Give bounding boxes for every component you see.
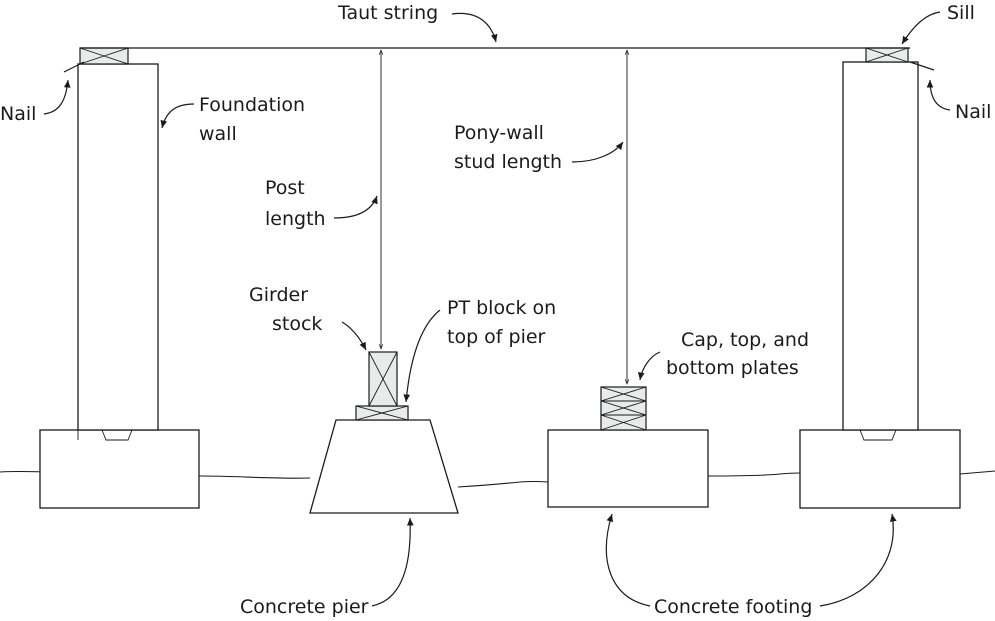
label-girder-stock-1: Girder (249, 284, 308, 306)
pony-wall-leader (571, 141, 624, 163)
middle-concrete-footing (547, 429, 709, 508)
left-foundation (39, 63, 200, 509)
cap-plates-leader (637, 351, 661, 381)
label-foundation-wall-2: wall (199, 123, 237, 145)
label-concrete-footing: Concrete footing (654, 596, 812, 618)
label-pony-wall-1: Pony-wall (454, 122, 544, 144)
label-pt-block-1: PT block on (447, 297, 556, 319)
label-post-length-1: Post (265, 177, 305, 199)
foundation-wall-leader (160, 103, 195, 129)
left-footing-notch (101, 429, 133, 441)
right-footing (799, 429, 961, 509)
right-nail (909, 61, 935, 71)
label-cap-plates-2: bottom plates (666, 357, 799, 379)
stacked-plates (600, 386, 647, 431)
label-taut-string: Taut string (337, 2, 438, 24)
concrete-pier-leader (371, 517, 414, 607)
label-concrete-pier: Concrete pier (240, 596, 369, 618)
taut-string-leader (451, 12, 498, 43)
right-sill (865, 47, 909, 63)
nail-left-leader (43, 79, 71, 115)
label-post-length-2: length (265, 208, 326, 230)
pt-block-leader (403, 309, 441, 403)
label-nail-left: Nail (0, 103, 36, 125)
left-footing (39, 429, 200, 509)
label-nail-right: Nail (955, 101, 991, 123)
label-foundation-wall-1: Foundation (199, 94, 305, 116)
sill-leader (901, 11, 941, 45)
right-foundation (799, 61, 961, 509)
nail-right-leader (926, 79, 951, 111)
girder-stock-leader (341, 321, 367, 351)
right-footing-notch (859, 429, 897, 441)
footing-right-leader (819, 513, 897, 607)
footing-middle-leader (605, 513, 651, 607)
label-girder-stock-2: stock (272, 313, 322, 335)
label-sill: Sill (947, 2, 975, 24)
label-pt-block-2: top of pier (447, 326, 546, 348)
left-sill (79, 47, 129, 65)
right-foundation-wall (842, 61, 919, 431)
left-foundation-wall (77, 63, 159, 431)
label-pony-wall-2: stud length (454, 151, 562, 173)
post-length-leader (333, 195, 378, 219)
label-cap-plates-1: Cap, top, and (681, 329, 809, 351)
concrete-pier (309, 419, 459, 514)
girder-stock (368, 351, 398, 407)
left-nail (63, 61, 85, 73)
pt-block (355, 405, 409, 421)
